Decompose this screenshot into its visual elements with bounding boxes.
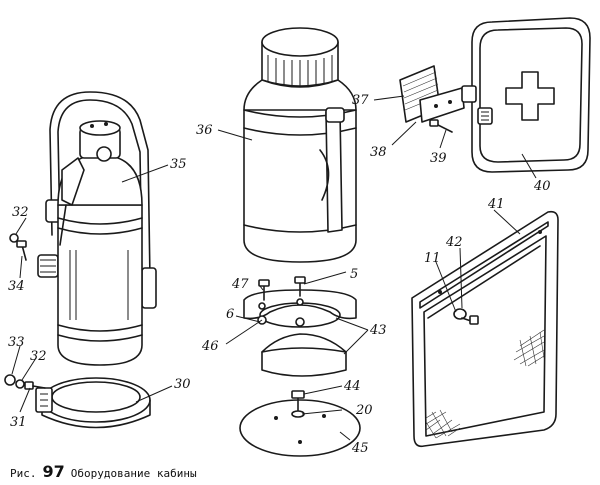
callout-35: 35: [170, 157, 187, 172]
callout-44: 44: [343, 379, 361, 394]
callout-31: 31: [10, 415, 27, 430]
callout-42: 42: [445, 235, 463, 250]
caption-title: Оборудование кабины: [70, 467, 197, 480]
callout-11: 11: [424, 251, 441, 266]
callout-46: 46: [201, 339, 219, 354]
callout-40: 40: [533, 179, 551, 194]
thermos-flask: [243, 27, 357, 263]
holder-base-plate: [239, 390, 361, 457]
callout-39: 39: [430, 151, 447, 166]
leader-lines: [11, 95, 537, 441]
callout-37: 37: [352, 93, 369, 108]
callout-5: 5: [350, 267, 358, 282]
caption-prefix: Рис.: [10, 467, 37, 480]
fire-extinguisher: [37, 91, 157, 366]
figure-number: 97: [42, 462, 65, 481]
extinguisher-mounting-ring: [35, 377, 151, 429]
figure-caption: Рис. 97 Оборудование кабины: [10, 462, 197, 482]
first-aid-kit-bracket: [399, 65, 477, 133]
callout-36: 36: [196, 123, 213, 138]
holder-screws: [258, 276, 306, 301]
callout-30: 30: [174, 377, 191, 392]
callout-32-lower: 32: [30, 349, 47, 364]
fastener-set-upper-left: [9, 233, 27, 261]
callout-38: 38: [370, 145, 387, 160]
callout-41: 41: [487, 197, 505, 212]
callout-34: 34: [8, 279, 25, 294]
thermos-holder-bracket: [243, 289, 357, 377]
callout-47: 47: [231, 277, 249, 292]
callout-45: 45: [351, 441, 369, 456]
callout-32-upper: 32: [12, 205, 29, 220]
fastener-set-lower-left: [4, 374, 46, 390]
callout-33: 33: [8, 335, 25, 350]
first-aid-kit: [471, 17, 591, 173]
callout-20: 20: [355, 403, 373, 418]
document-pocket: [411, 210, 559, 448]
callout-labels: 5 6 11 20 30 31 32 32 33 34 35 36 37 38 …: [8, 93, 551, 456]
callout-43: 43: [369, 323, 387, 338]
callout-6: 6: [226, 307, 234, 322]
